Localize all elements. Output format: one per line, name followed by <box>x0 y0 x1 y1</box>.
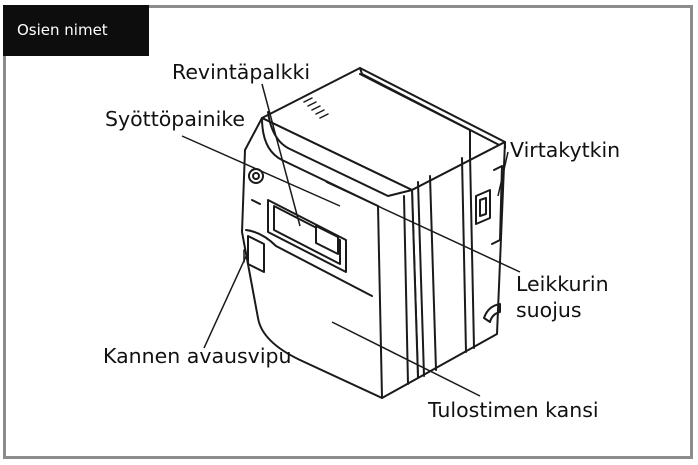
leader-cutter-cover <box>325 181 521 273</box>
printer-corner-band <box>377 205 383 399</box>
cover-lever-icon <box>247 235 265 273</box>
printer-front-lip-inner <box>267 111 413 197</box>
paper-slot <box>267 199 347 273</box>
power-switch-icon <box>475 189 491 225</box>
label-cover-lever: Kannen avausvipu <box>103 344 292 368</box>
label-tear-bar: Revintäpalkki <box>172 60 311 84</box>
leader-printer-cover <box>331 321 481 397</box>
status-led-icon <box>251 199 261 205</box>
power-switch-plate <box>491 165 503 245</box>
label-cutter-cover-line1: Leikkurin <box>516 272 609 296</box>
label-printer-cover: Tulostimen kansi <box>428 398 599 422</box>
section-title: Osien nimet <box>3 5 149 56</box>
top-vent-icon <box>303 97 329 119</box>
label-power-switch: Virtakytkin <box>510 138 621 162</box>
printer-corner-band-2 <box>403 195 409 385</box>
side-groove-1 <box>417 181 425 377</box>
leader-power-switch <box>497 151 509 197</box>
bottom-slot <box>483 303 501 323</box>
side-groove-2 <box>429 175 437 371</box>
cover-seam <box>245 229 373 297</box>
rear-panel-line <box>359 73 471 155</box>
side-groove-3 <box>461 157 467 353</box>
side-groove-4 <box>469 153 475 349</box>
leader-tear-bar <box>261 83 301 227</box>
leader-feed-button <box>181 135 341 207</box>
label-feed-button: Syöttöpainike <box>105 107 246 131</box>
label-cutter-cover-line2: suojus <box>516 298 582 322</box>
leader-cover-lever <box>203 251 249 349</box>
tear-bar-tab <box>315 225 339 255</box>
